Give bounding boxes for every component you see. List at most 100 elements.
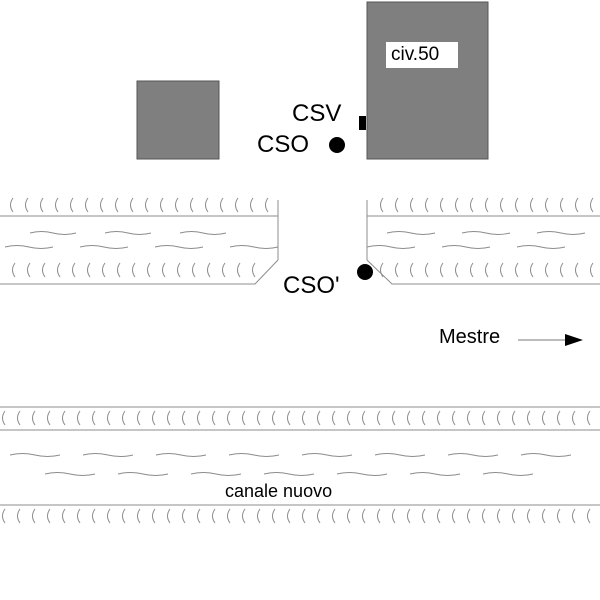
bank-hatch-mark: [62, 508, 66, 524]
bank-hatch-mark: [302, 508, 306, 524]
bank-hatch-mark: [40, 197, 44, 213]
water-wave-mark: [447, 453, 499, 457]
bank-hatch-mark: [512, 410, 516, 426]
water-wave-mark: [520, 453, 572, 457]
bank-hatch-mark: [515, 262, 519, 278]
water-wave-mark: [44, 472, 96, 476]
bank-hatch-mark: [317, 508, 321, 524]
bank-hatch-mark: [212, 508, 216, 524]
water-wave-mark: [536, 231, 586, 235]
bank-hatch-mark: [117, 262, 121, 278]
upper-canal-right: [366, 197, 600, 285]
building-number-label: civ.50: [391, 44, 440, 65]
bank-hatch-mark: [235, 197, 239, 213]
bank-hatch-mark: [162, 262, 166, 278]
bank-hatch-mark: [410, 262, 414, 278]
bank-hatch-mark: [242, 508, 246, 524]
bank-hatch-mark: [107, 508, 111, 524]
bank-hatch-mark: [17, 508, 21, 524]
bank-hatch-mark: [497, 508, 501, 524]
bank-hatch-mark: [542, 410, 546, 426]
bank-hatch-mark: [92, 410, 96, 426]
bank-hatch-mark: [485, 197, 489, 213]
bank-hatch-mark: [347, 410, 351, 426]
bank-hatch-mark: [177, 262, 181, 278]
water-wave-mark: [179, 231, 227, 235]
bank-hatch-mark: [205, 197, 209, 213]
building-number-label-bg: [386, 42, 458, 68]
bank-hatch-mark: [207, 262, 211, 278]
bank-hatch-mark: [70, 197, 74, 213]
bank-hatch-mark: [452, 410, 456, 426]
bank-hatch-mark: [160, 197, 164, 213]
bank-hatch-mark: [437, 410, 441, 426]
bank-hatch-mark: [250, 197, 254, 213]
bank-hatch-mark: [500, 197, 504, 213]
bank-hatch-mark: [395, 197, 399, 213]
cso-prime-marker-icon: [357, 264, 373, 280]
cso-prime-label: CSO': [283, 272, 340, 299]
bank-hatch-mark: [377, 508, 381, 524]
water-wave-mark: [82, 453, 134, 457]
bank-hatch-mark: [137, 508, 141, 524]
bank-hatch-mark: [257, 410, 261, 426]
bank-hatch-mark: [590, 262, 594, 278]
direction-label: Mestre: [439, 326, 501, 348]
bank-hatch-mark: [575, 197, 579, 213]
bank-hatch-mark: [287, 508, 291, 524]
bank-hatch-mark: [590, 197, 594, 213]
bank-hatch-mark: [560, 197, 564, 213]
bank-hatch-mark: [197, 410, 201, 426]
bank-hatch-mark: [557, 410, 561, 426]
bank-hatch-mark: [452, 508, 456, 524]
bank-hatch-mark: [470, 262, 474, 278]
bank-hatch-mark: [440, 262, 444, 278]
water-wave-mark: [301, 453, 353, 457]
bank-hatch-mark: [302, 410, 306, 426]
bank-hatch-mark: [27, 262, 31, 278]
bank-hatch-mark: [107, 410, 111, 426]
direction-arrow-icon: [518, 334, 583, 346]
bank-hatch-mark: [527, 410, 531, 426]
bank-hatch-mark: [32, 508, 36, 524]
bank-hatch-mark: [407, 410, 411, 426]
bank-hatch-mark: [102, 262, 106, 278]
water-wave-mark: [409, 472, 461, 476]
bank-hatch-mark: [242, 410, 246, 426]
bank-hatch-mark: [167, 508, 171, 524]
bank-hatch-mark: [115, 197, 119, 213]
bank-hatch-mark: [62, 410, 66, 426]
bank-hatch-mark: [2, 410, 6, 426]
bank-hatch-mark: [152, 410, 156, 426]
water-wave-mark: [386, 231, 436, 235]
bank-hatch-mark: [395, 262, 399, 278]
bank-hatch-mark: [237, 262, 241, 278]
bank-hatch-mark: [407, 508, 411, 524]
bank-hatch-mark: [72, 262, 76, 278]
bank-hatch-mark: [190, 197, 194, 213]
water-wave-mark: [29, 231, 77, 235]
water-wave-mark: [190, 472, 242, 476]
bank-hatch-mark: [122, 508, 126, 524]
bank-hatch-mark: [137, 410, 141, 426]
bank-hatch-mark: [332, 508, 336, 524]
bank-hatch-mark: [377, 410, 381, 426]
bank-hatch-mark: [515, 197, 519, 213]
bank-hatch-mark: [362, 410, 366, 426]
bank-hatch-mark: [347, 508, 351, 524]
bank-hatch-mark: [410, 197, 414, 213]
bank-hatch-mark: [587, 508, 591, 524]
bank-hatch-mark: [182, 410, 186, 426]
bank-hatch-mark: [572, 508, 576, 524]
bank-hatch-mark: [252, 262, 256, 278]
bank-hatch-mark: [437, 508, 441, 524]
bank-hatch-mark: [497, 410, 501, 426]
bank-hatch-mark: [467, 410, 471, 426]
bank-hatch-mark: [455, 197, 459, 213]
bank-hatch-mark: [545, 262, 549, 278]
building-civ50: [366, 1, 489, 160]
water-wave-mark: [79, 245, 129, 249]
bank-hatch-mark: [47, 410, 51, 426]
bank-hatch-mark: [542, 508, 546, 524]
